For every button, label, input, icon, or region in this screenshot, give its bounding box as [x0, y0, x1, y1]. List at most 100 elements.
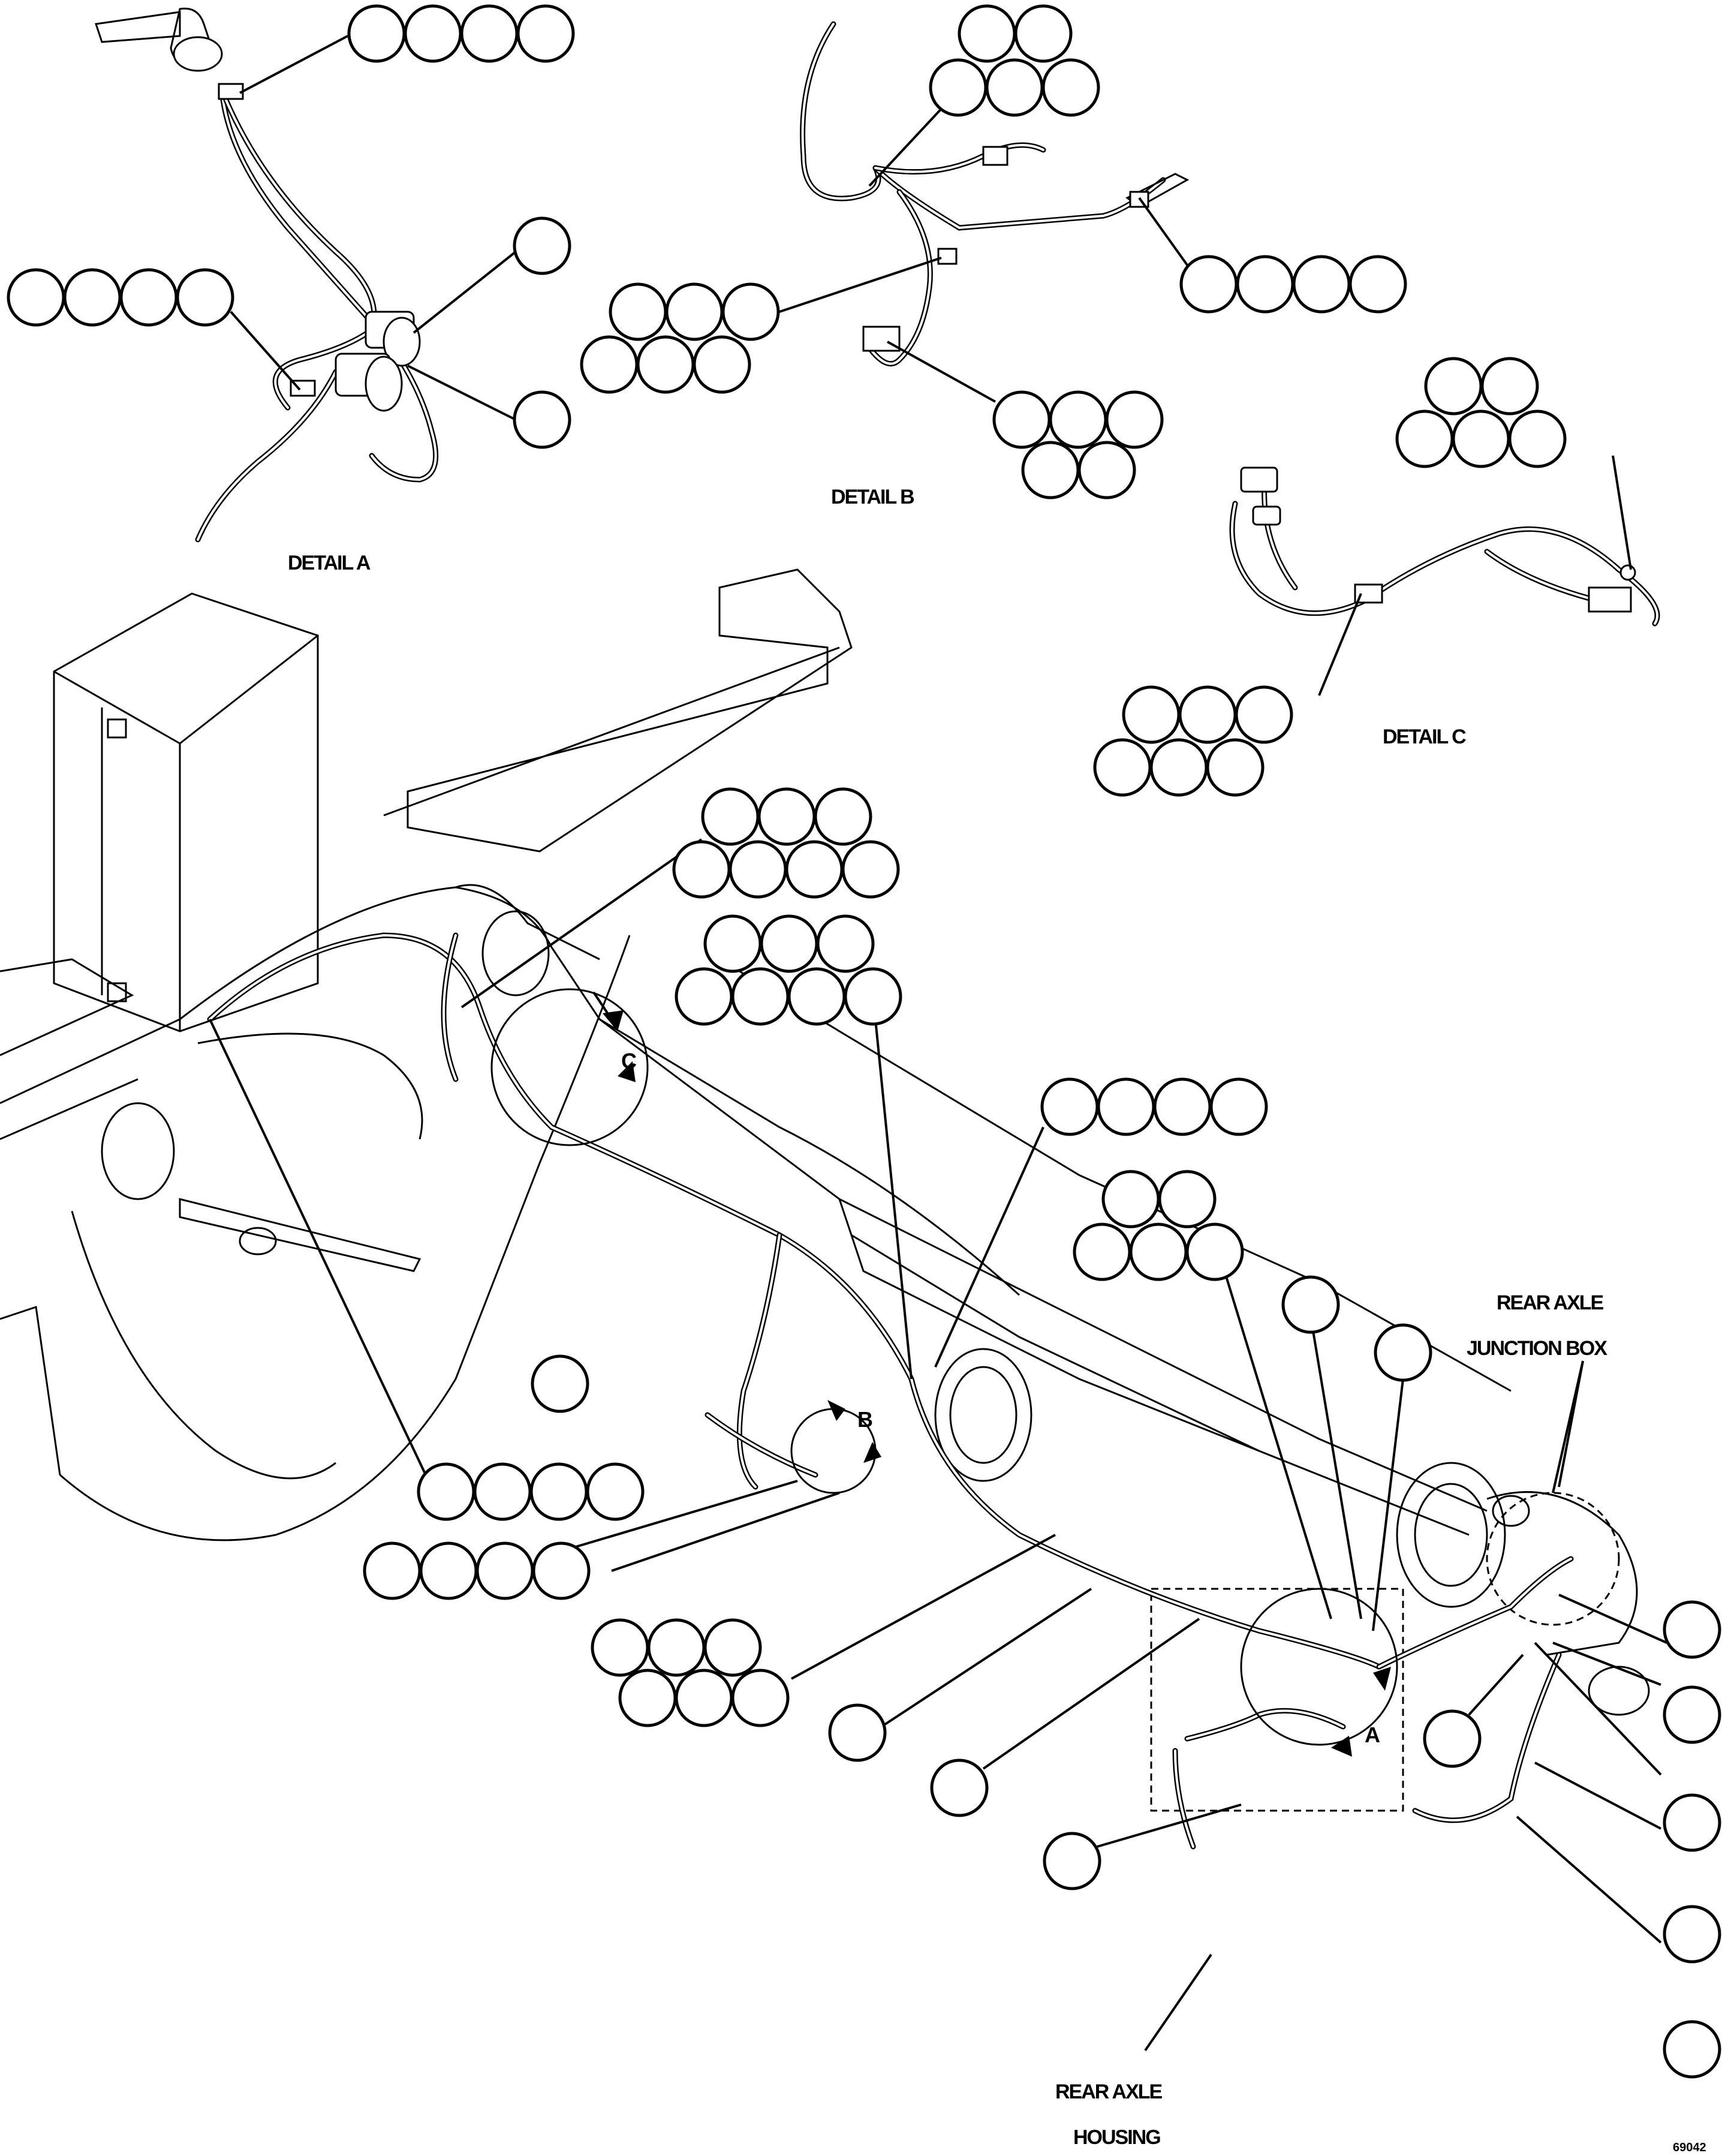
callout-bubble — [701, 787, 760, 846]
callout-bubble — [1043, 1832, 1101, 1890]
leader-lines — [209, 35, 1667, 2052]
callout-bubble — [417, 1462, 475, 1521]
callout-bubble — [1281, 1275, 1340, 1334]
callout-bubble — [1292, 255, 1351, 314]
callout-bubble — [1452, 409, 1510, 468]
callout-bubble — [529, 1462, 588, 1521]
callout-bubble — [1209, 1077, 1268, 1136]
callout-bubble — [176, 268, 234, 327]
callout-bubble — [1423, 1709, 1482, 1768]
detail-b-illustration — [800, 21, 1190, 367]
callout-bubble — [930, 1758, 989, 1817]
callout-bubble — [1049, 390, 1107, 449]
callout-b-letter: B — [857, 1407, 873, 1432]
callout-bubble — [1424, 357, 1483, 415]
callout-bubble — [618, 1669, 677, 1727]
rear-axle-housing-label-line1: REAR AXLE — [1055, 2080, 1163, 2103]
callout-bubble — [419, 1541, 478, 1600]
callout-bubble — [1395, 409, 1454, 468]
callout-bubble — [475, 1541, 534, 1600]
callout-c-letter: C — [621, 1049, 637, 1073]
callout-bubble — [1101, 1170, 1160, 1228]
callout-bubble — [1236, 255, 1294, 314]
callout-bubble — [693, 335, 751, 394]
callout-bubble — [63, 268, 122, 327]
callout-bubble — [1041, 58, 1100, 117]
detail-a-illustration — [95, 7, 439, 543]
figure-number: 69042 — [1673, 2141, 1706, 2154]
callout-bubble — [363, 1541, 422, 1600]
callout-bubble — [119, 268, 178, 327]
callout-bubble — [1149, 738, 1208, 797]
callout-bubble — [473, 1462, 532, 1521]
detail-c-illustration — [1229, 466, 1660, 627]
callout-bubble — [992, 390, 1051, 449]
callout-bubble — [347, 4, 406, 63]
callout-a-letter: A — [1365, 1723, 1380, 1747]
rear-axle-junction-label-line2: JUNCTION BOX — [1467, 1337, 1607, 1360]
callout-bubble — [841, 840, 900, 899]
rear-axle-junction-label-line1: REAR AXLE — [1497, 1291, 1604, 1314]
callout-bubble — [675, 967, 733, 1026]
callout-bubble — [609, 282, 667, 341]
callout-bubble — [1021, 441, 1080, 499]
callout-bubble — [675, 1669, 733, 1727]
callout-bubble — [1097, 1077, 1155, 1136]
callout-bubble — [785, 840, 844, 899]
callout-bubble — [636, 335, 695, 394]
callout-bubble — [929, 58, 988, 117]
callout-bubble — [1073, 1222, 1131, 1281]
callout-bubble — [1206, 738, 1265, 797]
callout-bubble — [721, 282, 780, 341]
rear-axle-housing-label-line2: HOUSING — [1073, 2126, 1160, 2149]
callout-bubble — [531, 1354, 589, 1413]
callout-bubble — [1480, 357, 1539, 415]
callout-bubble — [760, 914, 818, 973]
detail-a-label: DETAIL A — [288, 552, 371, 574]
callout-bubble — [1508, 409, 1567, 468]
callout-bubble — [586, 1462, 645, 1521]
callout-bubble — [958, 4, 1016, 63]
detail-c-label: DETAIL C — [1383, 725, 1466, 748]
callout-bubble — [1105, 390, 1164, 449]
callout-bubble — [1040, 1077, 1099, 1136]
callout-bubble — [460, 4, 519, 63]
callout-bubble — [731, 967, 790, 1026]
callout-bubble — [1153, 1077, 1212, 1136]
callout-bubble — [1014, 4, 1073, 63]
callout-bubble — [1663, 2020, 1721, 2079]
callout-bubble — [513, 216, 571, 275]
callout-bubble — [1178, 685, 1237, 744]
callout-bubble — [1235, 685, 1293, 744]
callout-bubble — [647, 1618, 706, 1677]
callout-bubble — [404, 4, 462, 63]
callout-bubble — [665, 282, 724, 341]
callout-bubble — [1663, 1905, 1721, 1964]
callout-bubble — [1663, 1600, 1721, 1659]
callout-bubble — [532, 1541, 591, 1600]
text-labels: DETAIL A DETAIL B DETAIL C REAR AXLE JUN… — [288, 486, 1706, 2154]
callout-bubble — [985, 58, 1044, 117]
callout-bubble — [757, 787, 816, 846]
callout-bubble — [1077, 441, 1136, 499]
callout-bubble — [513, 390, 571, 449]
callout-bubble — [1374, 1323, 1432, 1382]
callout-bubble — [731, 1669, 790, 1727]
callout-bubble — [787, 967, 846, 1026]
callout-bubble — [1093, 738, 1152, 797]
callout-bubble — [1158, 1170, 1217, 1228]
callout-bubble — [1348, 255, 1407, 314]
callout-bubble — [1663, 1793, 1721, 1852]
callout-bubble — [814, 787, 872, 846]
callout-bubble — [591, 1618, 649, 1677]
callout-bubble — [703, 1618, 762, 1677]
callout-bubble — [7, 268, 65, 327]
callout-bubble — [703, 914, 762, 973]
callout-bubble — [828, 1703, 887, 1762]
callout-bubble — [728, 840, 787, 899]
callout-bubble — [1185, 1222, 1244, 1281]
callout-bubble — [1122, 685, 1181, 744]
detail-b-label: DETAIL B — [831, 486, 914, 508]
callout-bubble — [1663, 1685, 1721, 1744]
